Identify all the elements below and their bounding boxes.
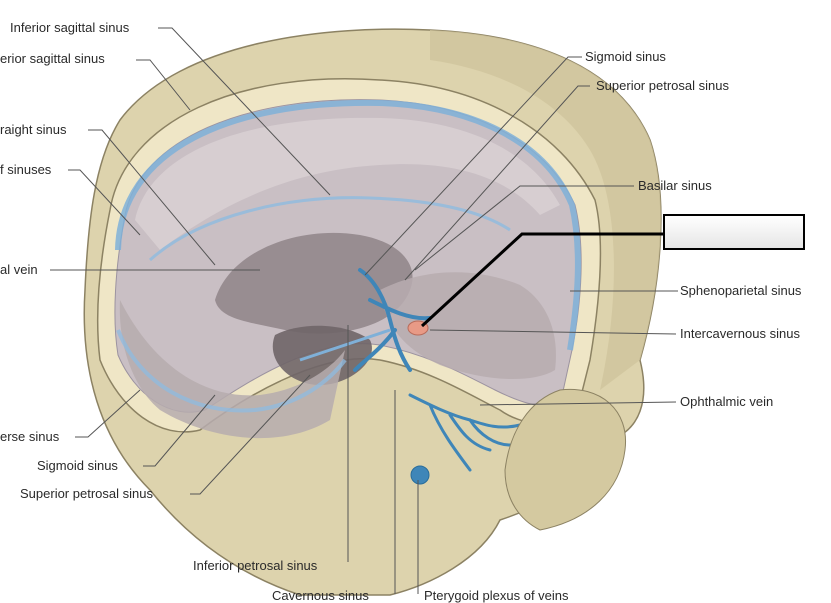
label-cavernous-sinus: Cavernous sinus [272,588,369,603]
leader-intercavernous [429,329,677,335]
label-basilar-sinus: Basilar sinus [638,178,712,193]
leader-ophthalmic [479,401,677,406]
leader-superior-petrosal-left [190,374,311,495]
leader-transverse [75,389,141,438]
foramen-magnum [272,325,372,385]
sinus-transverse [116,329,347,413]
label-straight-sinus: raight sinus [0,122,67,137]
label-inferior-petrosal-sinus: Inferior petrosal sinus [193,558,318,573]
leader-confluence [68,169,141,236]
label-inferior-sagittal-sinus: Inferior sagittal sinus [10,20,130,35]
label-pterygoid-plexus: Pterygoid plexus of veins [424,588,569,603]
label-ophthalmic-vein: Ophthalmic vein [680,394,774,409]
label-superior-petrosal-sinus-left: Superior petrosal sinus [20,486,153,501]
leader-blank-box [420,232,663,328]
label-superior-sagittal-sinus: erior sagittal sinus [0,51,105,66]
leader-sigmoid-left [143,394,216,467]
leader-straight-sinus [88,129,216,266]
label-sigmoid-sinus-left: Sigmoid sinus [37,458,118,473]
tentorial-notch [215,232,413,334]
facial-bone [504,388,627,531]
falx-cerebri [135,117,560,251]
sinus-inferior-sagittal [148,196,511,262]
label-intercavernous-sinus: Intercavernous sinus [680,326,800,341]
leader-inferior-sagittal [158,27,331,196]
sinus-cavernous [353,268,432,372]
leader-sigmoid-right [364,56,582,276]
label-sigmoid-sinus-right: Sigmoid sinus [585,49,666,64]
label-transverse-sinus: erse sinus [0,429,60,444]
leader-superior-petrosal-right [404,85,590,281]
leader-lines [50,27,678,594]
pterygoid-plexus [410,465,430,485]
sinus-superior-petrosal [299,328,391,362]
leader-superior-sagittal [136,59,191,111]
blank-label-box[interactable] [663,214,805,250]
skull-dome-shade [430,30,661,390]
label-confluence-of-sinuses: f sinuses [0,162,52,177]
label-sphenoparietal-sinus: Sphenoparietal sinus [680,283,802,298]
label-superior-petrosal-sinus-right: Superior petrosal sinus [596,78,729,93]
leader-basilar [414,185,634,271]
middle-fossa [380,272,556,380]
label-great-cerebral-vein: al vein [0,262,38,277]
vein-ophthalmic [408,393,522,472]
sinus-superior-sagittal [115,99,581,351]
